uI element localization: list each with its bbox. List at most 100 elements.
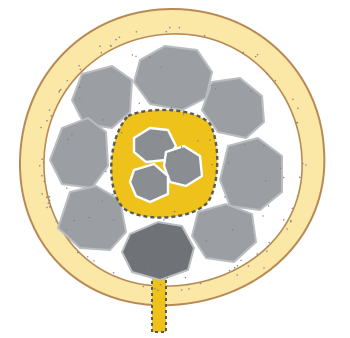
speckle-dot xyxy=(67,139,68,140)
stalk xyxy=(152,276,166,332)
speckle-dot xyxy=(280,168,281,169)
speckle-dot xyxy=(181,146,182,147)
speckle-dot xyxy=(77,252,78,253)
speckle-dot xyxy=(283,219,285,221)
speckle-dot xyxy=(224,196,225,197)
speckle-dot xyxy=(257,54,259,56)
speckle-dot xyxy=(297,108,299,110)
speckle-dot xyxy=(292,208,294,210)
speckle-dot xyxy=(67,80,69,82)
speckle-dot xyxy=(46,197,48,199)
speckle-dot xyxy=(179,27,181,29)
speckle-dot xyxy=(209,139,210,140)
speckle-dot xyxy=(39,165,41,167)
speckle-dot xyxy=(59,90,61,92)
inner-cell-bottom xyxy=(130,164,168,202)
speckle-dot xyxy=(105,171,106,172)
speckle-dot xyxy=(248,265,250,267)
speckle-dot xyxy=(286,228,288,230)
speckle-dot xyxy=(101,52,103,54)
speckle-dot xyxy=(187,284,189,286)
speckle-dot xyxy=(115,39,117,41)
speckle-dot xyxy=(267,246,269,248)
speckle-dot xyxy=(49,200,51,202)
speckle-dot xyxy=(275,80,277,82)
speckle-dot xyxy=(157,289,159,291)
speckle-dot xyxy=(121,132,122,133)
speckle-dot xyxy=(297,195,299,197)
speckle-dot xyxy=(73,220,74,221)
speckle-dot xyxy=(87,256,88,257)
speckle-dot xyxy=(250,90,251,91)
speckle-dot xyxy=(266,250,268,252)
speckle-dot xyxy=(283,177,284,178)
speckle-dot xyxy=(299,177,301,179)
speckle-dot xyxy=(163,219,164,220)
speckle-dot xyxy=(181,289,183,291)
speckle-dot xyxy=(46,120,48,122)
speckle-dot xyxy=(136,31,138,33)
speckle-dot xyxy=(161,67,162,68)
speckle-dot xyxy=(268,242,270,244)
speckle-dot xyxy=(236,274,238,276)
speckle-dot xyxy=(244,144,245,145)
speckle-dot xyxy=(119,37,121,39)
speckle-dot xyxy=(43,162,45,164)
peripheral-cell-right xyxy=(220,138,282,210)
speckle-dot xyxy=(102,119,103,120)
speckle-dot xyxy=(183,114,184,115)
speckle-dot xyxy=(175,151,176,152)
speckle-dot xyxy=(240,260,241,261)
speckle-dot xyxy=(234,267,236,269)
speckle-dot xyxy=(149,57,150,58)
speckle-dot xyxy=(174,211,175,212)
peripheral-cell-top-left xyxy=(72,66,132,128)
speckle-dot xyxy=(41,175,43,177)
speckle-dot xyxy=(297,122,299,124)
speckle-dot xyxy=(171,107,172,108)
speckle-dot xyxy=(302,163,304,165)
speckle-dot xyxy=(204,35,206,37)
speckle-dot xyxy=(79,87,80,88)
speckle-dot xyxy=(160,136,161,137)
speckle-dot xyxy=(160,284,162,286)
speckle-dot xyxy=(112,194,113,195)
speckle-dot xyxy=(80,69,82,71)
speckle-dot xyxy=(167,277,168,278)
speckle-dot xyxy=(93,260,95,262)
speckle-dot xyxy=(290,221,292,223)
speckle-dot xyxy=(49,206,51,208)
speckle-dot xyxy=(49,196,51,198)
speckle-dot xyxy=(255,56,256,57)
speckle-dot xyxy=(65,229,67,231)
speckle-dot xyxy=(184,258,185,259)
speckle-dot xyxy=(99,45,101,47)
speckle-dot xyxy=(263,145,264,146)
speckle-dot xyxy=(44,181,46,183)
speckle-dot xyxy=(152,101,153,102)
speckle-dot xyxy=(110,45,112,47)
speckle-dot xyxy=(169,27,171,29)
speckle-dot xyxy=(58,91,60,93)
speckle-dot xyxy=(132,54,133,55)
speckle-dot xyxy=(51,115,53,117)
speckle-dot xyxy=(79,98,80,99)
speckle-dot xyxy=(147,284,149,286)
speckle-dot xyxy=(139,145,140,146)
speckle-dot xyxy=(205,240,206,241)
speckle-dot xyxy=(197,140,198,141)
speckle-dot xyxy=(166,31,168,33)
speckle-dot xyxy=(265,180,266,181)
speckle-dot xyxy=(71,134,72,135)
speckle-dot xyxy=(46,207,48,209)
speckle-dot xyxy=(78,65,79,66)
speckle-dot xyxy=(113,220,114,221)
speckle-dot xyxy=(263,267,264,268)
speckle-dot xyxy=(305,164,307,166)
speckle-dot xyxy=(232,229,233,230)
speckle-dot xyxy=(262,215,263,216)
speckle-dot xyxy=(137,263,138,264)
speckle-dot xyxy=(56,220,58,222)
speckle-dot xyxy=(243,52,245,54)
